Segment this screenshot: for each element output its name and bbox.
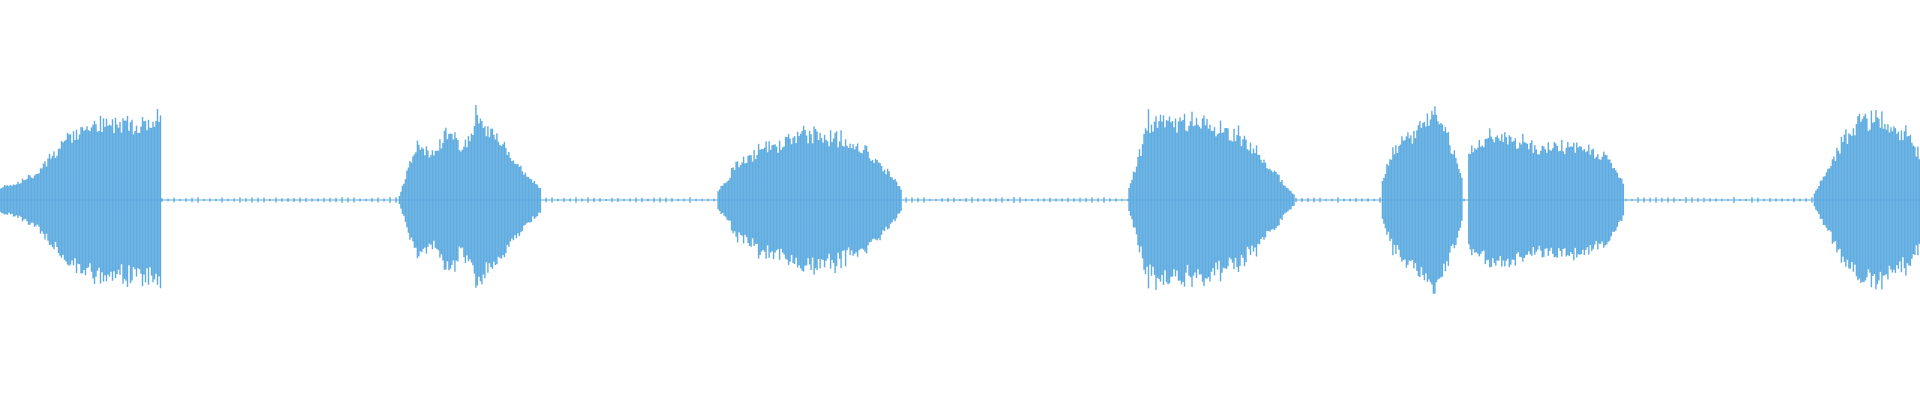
waveform-samples [0, 105, 1920, 294]
waveform-trace [0, 105, 1920, 294]
